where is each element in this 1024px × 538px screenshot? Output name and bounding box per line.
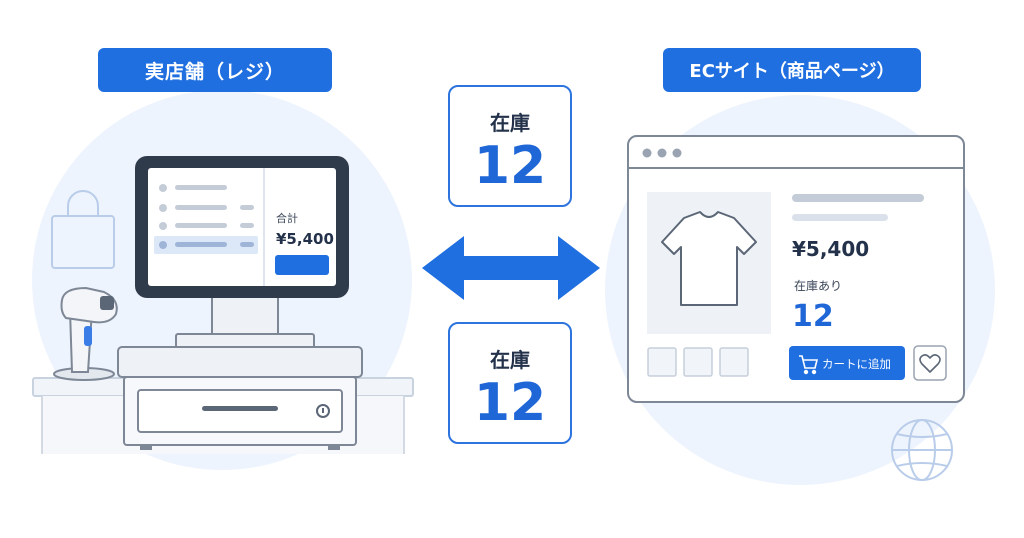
add-to-cart-button[interactable]: カートに追加: [789, 346, 905, 380]
product-price: ¥5,400: [792, 237, 869, 261]
bidirectional-arrow-icon: [422, 236, 600, 300]
thumbnail-1[interactable]: [647, 347, 677, 377]
ec-section-label: ECサイト（商品ページ）: [663, 48, 921, 92]
screen-total-price: ¥5,400: [276, 230, 334, 248]
cart-icon: [799, 355, 819, 375]
screen-total-label: 合計: [276, 211, 298, 225]
pos-monitor: 合計 ¥5,400: [135, 156, 349, 298]
barcode-scanner-icon: [53, 286, 118, 381]
screen-checkout-button[interactable]: [275, 255, 329, 275]
t-shirt-icon: [661, 211, 757, 306]
shopping-bag-icon: [51, 190, 115, 269]
cash-drawer: [117, 346, 363, 450]
heart-icon: [919, 354, 941, 373]
product-subtitle-bar: [792, 214, 888, 221]
stock-card-top-value: 12: [473, 136, 547, 196]
product-title-bar: [792, 194, 924, 202]
globe-icon: [891, 419, 953, 481]
stock-card-bottom: 在庫 12: [448, 322, 572, 444]
thumbnail-2[interactable]: [683, 347, 713, 377]
product-stock-label: 在庫あり: [794, 279, 842, 293]
thumbnail-3[interactable]: [719, 347, 749, 377]
stock-card-bottom-label: 在庫: [490, 348, 530, 372]
pos-illustration: 合計 ¥5,400: [32, 156, 414, 454]
stock-card-top-label: 在庫: [490, 111, 530, 135]
favorite-button[interactable]: [913, 345, 947, 381]
ec-illustration: ¥5,400 在庫あり 12 カートに追加: [627, 135, 965, 481]
stock-card-bottom-value: 12: [473, 373, 547, 433]
pos-section-label: 実店舗（レジ）: [98, 48, 332, 92]
add-to-cart-label: カートに追加: [822, 357, 891, 371]
product-stock-value: 12: [792, 299, 834, 334]
monitor-stand: [175, 295, 315, 349]
stock-card-top: 在庫 12: [448, 85, 572, 207]
